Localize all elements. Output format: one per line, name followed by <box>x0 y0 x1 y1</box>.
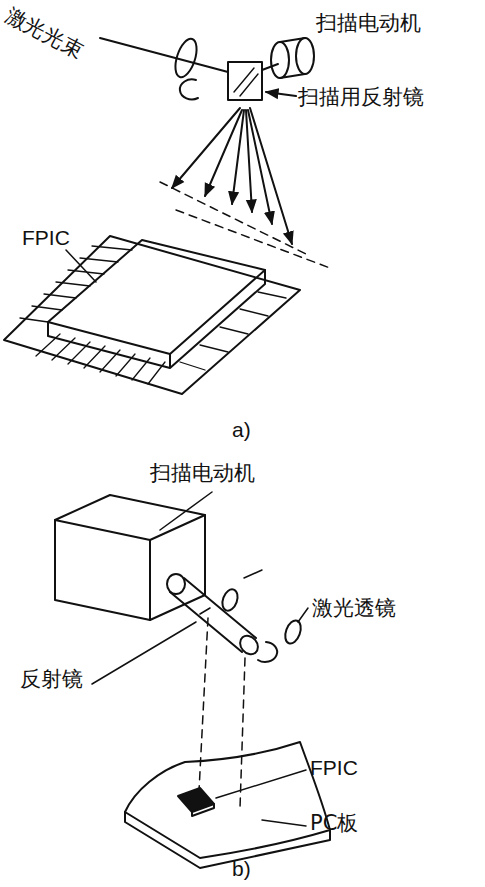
fpic-side <box>48 270 265 368</box>
leader-line <box>66 250 96 282</box>
pcb-b <box>125 742 330 868</box>
rotation-mark <box>258 642 277 662</box>
part-label: FPIC <box>22 226 70 249</box>
pins <box>20 246 286 384</box>
motor-end <box>296 38 314 74</box>
mirror-hatch <box>234 68 258 96</box>
part-label: 扫描电动机 <box>150 462 255 485</box>
motor-end <box>271 42 289 78</box>
board-outline <box>4 236 300 394</box>
scanner-a <box>100 36 314 100</box>
lens <box>282 618 303 645</box>
pcb-a <box>4 236 300 394</box>
subfigure-label: a) <box>232 418 251 441</box>
subfigure-label: b) <box>232 857 251 880</box>
leader-line <box>160 492 212 530</box>
rotation-mark <box>180 79 198 99</box>
board-edge <box>125 812 330 868</box>
part-label: 反射镜 <box>20 668 83 691</box>
laser-path <box>198 618 245 810</box>
leader-line <box>92 622 196 684</box>
rod-end <box>236 632 261 658</box>
lens <box>220 587 241 612</box>
motor-side <box>150 515 205 620</box>
part-label: 扫描电动机 <box>316 12 421 35</box>
scan-line <box>160 182 330 268</box>
motor-front <box>55 520 150 620</box>
scan-rays <box>172 108 292 244</box>
mirror-rod <box>170 578 256 652</box>
shaft <box>262 64 278 70</box>
beam-dash <box>200 570 262 614</box>
lens <box>171 36 200 80</box>
part-label: 扫描用反射镜 <box>298 86 424 109</box>
fpic-chip <box>178 788 214 812</box>
part-label: FPIC <box>310 756 358 779</box>
leader-line <box>216 770 306 798</box>
part-label: 激光透镜 <box>312 597 396 620</box>
leader-line <box>266 92 296 96</box>
laser-beam <box>100 38 228 72</box>
scan-mirror <box>228 62 262 100</box>
beam-label: 激光光束 <box>1 4 86 64</box>
leader-line <box>298 608 308 622</box>
motor-top <box>55 495 205 540</box>
part-label: PC板 <box>310 812 358 835</box>
shaft-end <box>167 574 185 594</box>
chip-side <box>192 804 214 816</box>
leader-line <box>262 820 306 826</box>
fpic-top <box>48 240 265 354</box>
